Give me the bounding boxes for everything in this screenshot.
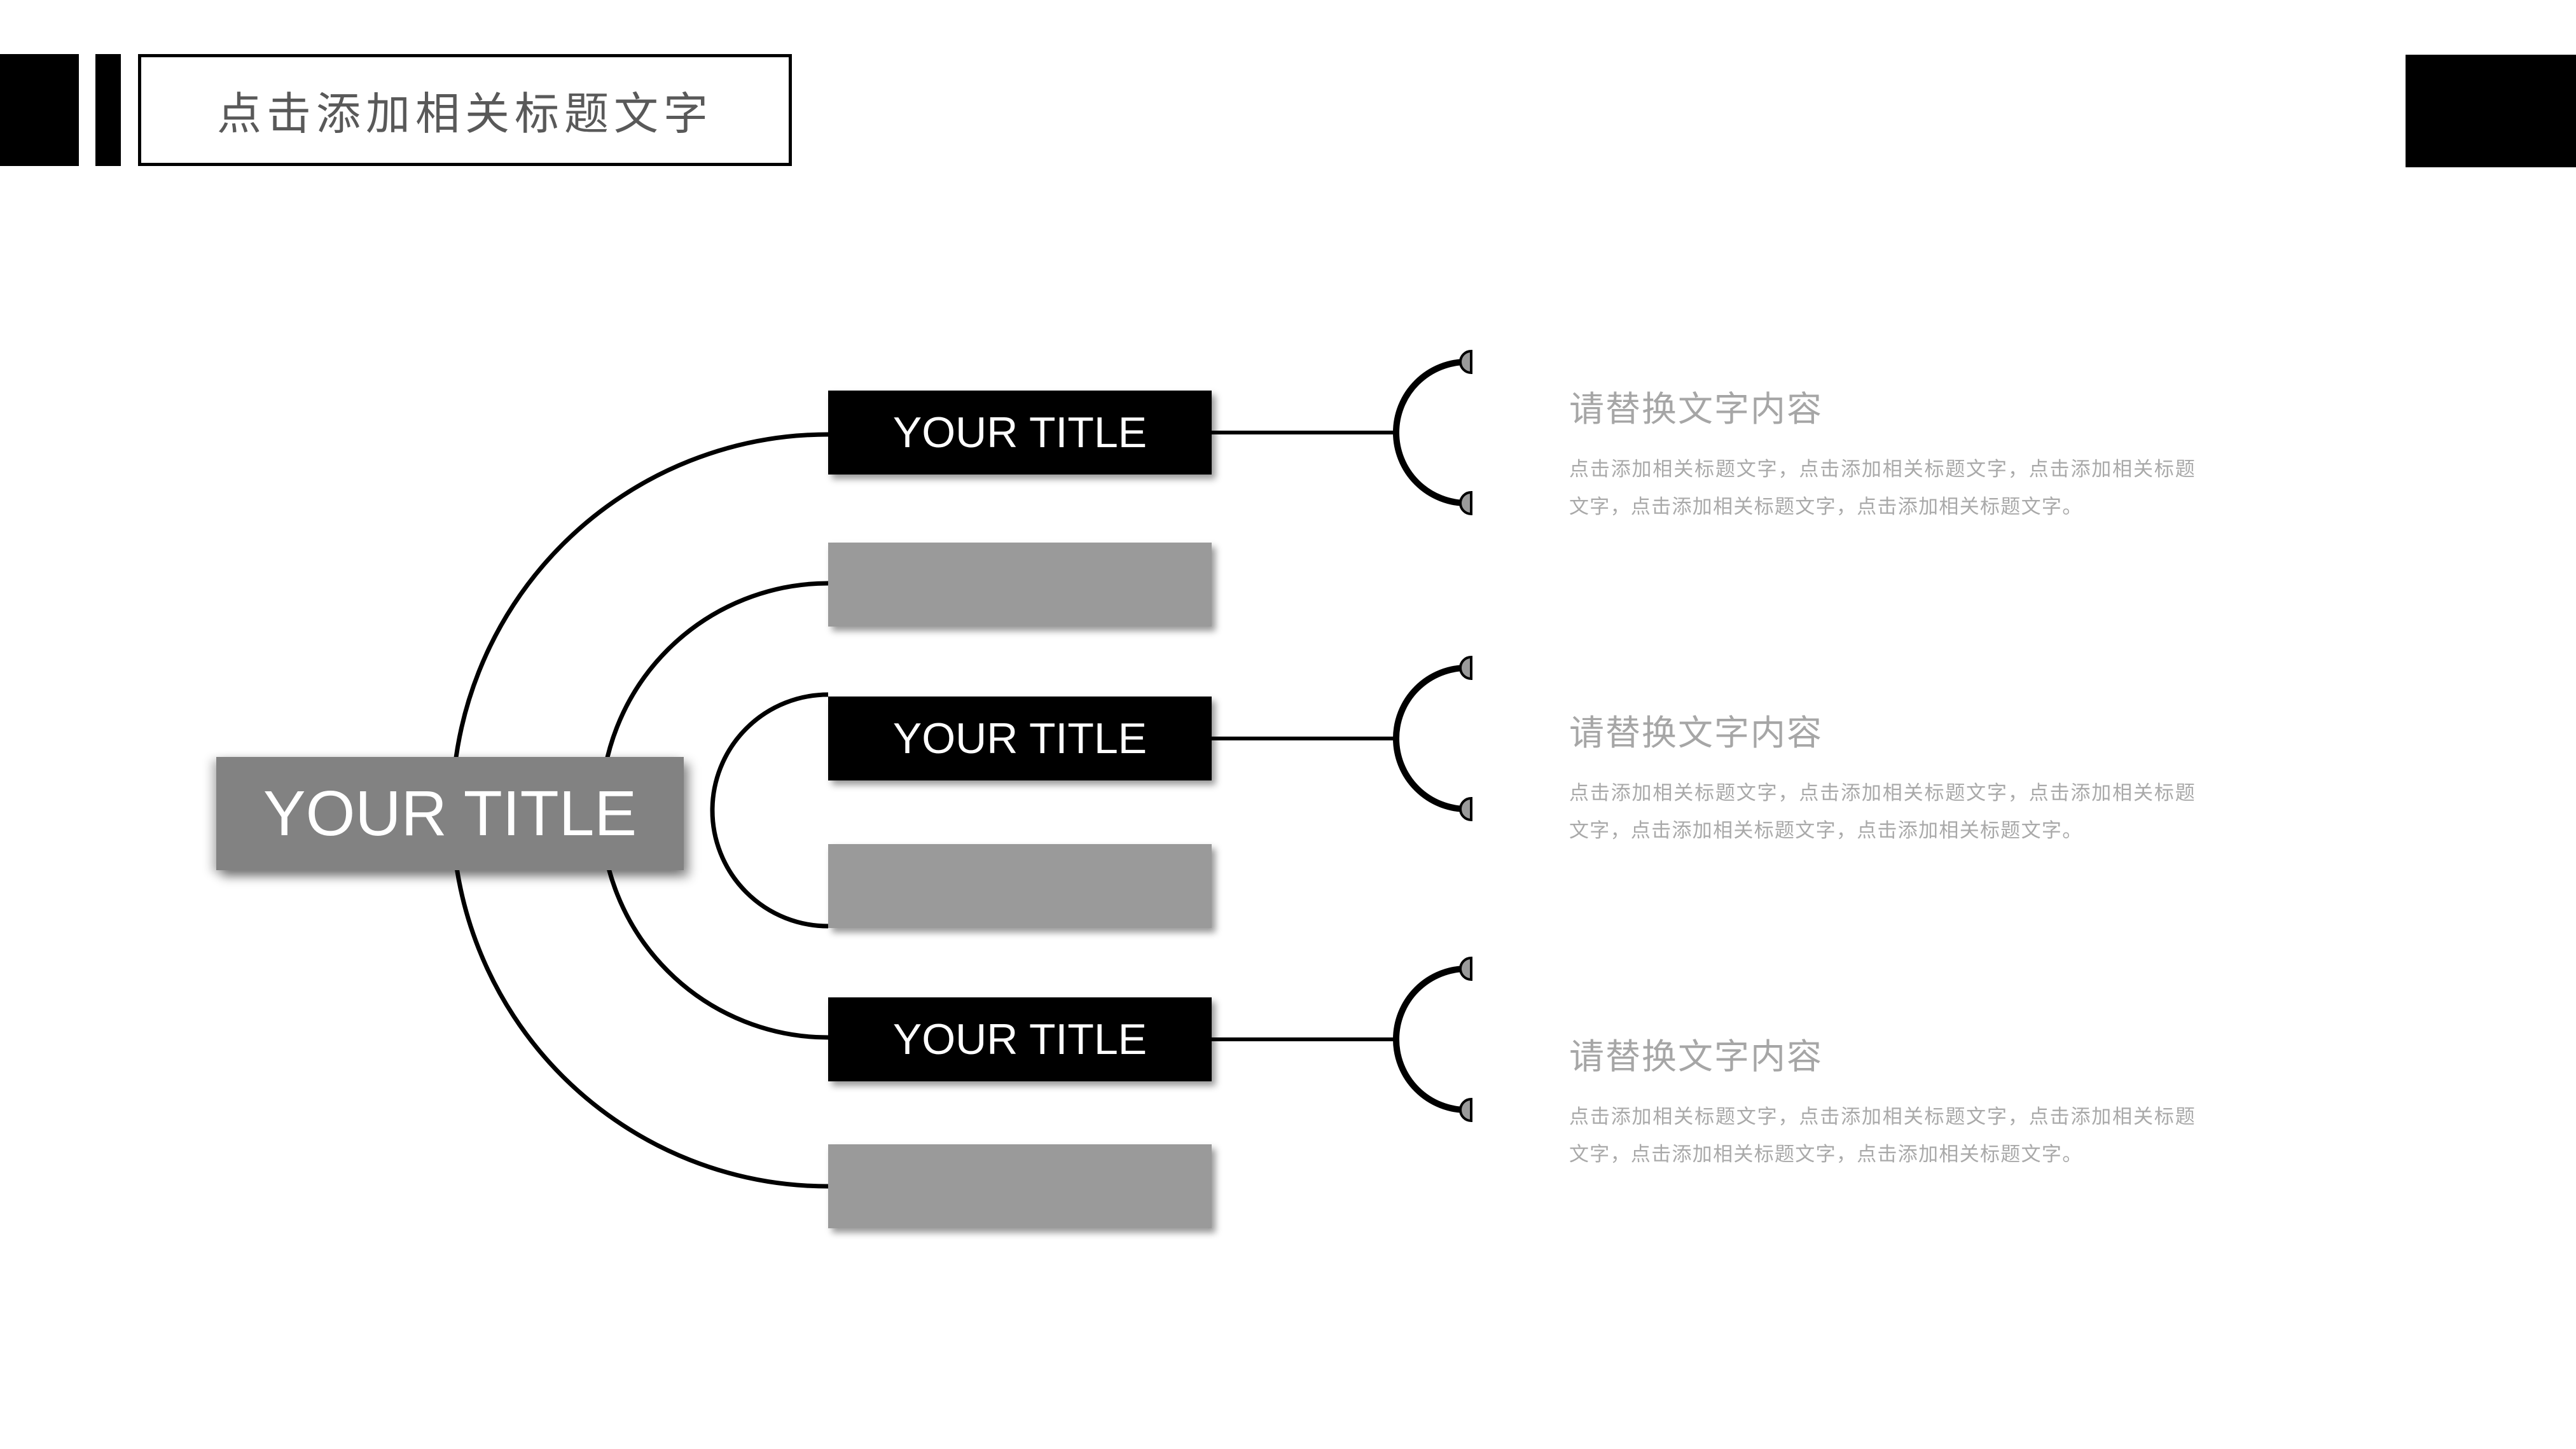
headphone-bracket-icon-2	[1393, 655, 1472, 822]
headphone-bracket-icon-1	[1393, 349, 1472, 516]
header-right-block	[2406, 55, 2576, 167]
bracket-knob-bottom-1	[1459, 490, 1472, 516]
text-section-3: 请替换文字内容 点击添加相关标题文字，点击添加相关标题文字，点击添加相关标题文字…	[1569, 1037, 2205, 1173]
section-body[interactable]: 点击添加相关标题文字，点击添加相关标题文字，点击添加相关标题文字，点击添加相关标…	[1569, 782, 2196, 842]
node-black-1[interactable]: YOUR TITLE	[828, 391, 1212, 475]
bracket-arc-1	[1393, 359, 1467, 506]
node-black-2[interactable]: YOUR TITLE	[828, 697, 1212, 780]
bracket-knob-bottom-3	[1459, 1097, 1472, 1123]
section-body[interactable]: 点击添加相关标题文字，点击添加相关标题文字，点击添加相关标题文字，点击添加相关标…	[1569, 1106, 2196, 1165]
node-gray-2[interactable]	[828, 844, 1212, 928]
main-title-node[interactable]: YOUR TITLE	[216, 757, 684, 870]
main-title-label: YOUR TITLE	[263, 777, 637, 849]
bracket-knob-top-2	[1459, 655, 1472, 681]
text-section-1: 请替换文字内容 点击添加相关标题文字，点击添加相关标题文字，点击添加相关标题文字…	[1569, 389, 2205, 525]
node-gray-1[interactable]	[828, 543, 1212, 627]
slide-title-box[interactable]: 点击添加相关标题文字	[138, 54, 792, 166]
headphone-bracket-icon-3	[1393, 956, 1472, 1123]
bracket-knob-bottom-2	[1459, 796, 1472, 822]
header-left-bar	[95, 54, 121, 166]
node-black-3[interactable]: YOUR TITLE	[828, 997, 1212, 1081]
node-label: YOUR TITLE	[892, 1015, 1147, 1064]
text-section-2: 请替换文字内容 点击添加相关标题文字，点击添加相关标题文字，点击添加相关标题文字…	[1569, 713, 2205, 849]
bracket-knob-top-3	[1459, 956, 1472, 981]
node-gray-3[interactable]	[828, 1144, 1212, 1228]
bracket-knob-top-1	[1459, 349, 1472, 375]
node-label: YOUR TITLE	[892, 714, 1147, 763]
bracket-arc-3	[1393, 966, 1467, 1113]
section-heading[interactable]: 请替换文字内容	[1569, 389, 1824, 429]
section-heading[interactable]: 请替换文字内容	[1569, 713, 1824, 752]
bracket-arc-2	[1393, 665, 1467, 812]
node-label: YOUR TITLE	[892, 408, 1147, 457]
arc-inner	[710, 692, 829, 929]
section-body[interactable]: 点击添加相关标题文字，点击添加相关标题文字，点击添加相关标题文字，点击添加相关标…	[1569, 458, 2196, 518]
header-left-block	[0, 54, 79, 166]
slide-title: 点击添加相关标题文字	[217, 88, 713, 139]
section-heading[interactable]: 请替换文字内容	[1569, 1037, 1824, 1076]
